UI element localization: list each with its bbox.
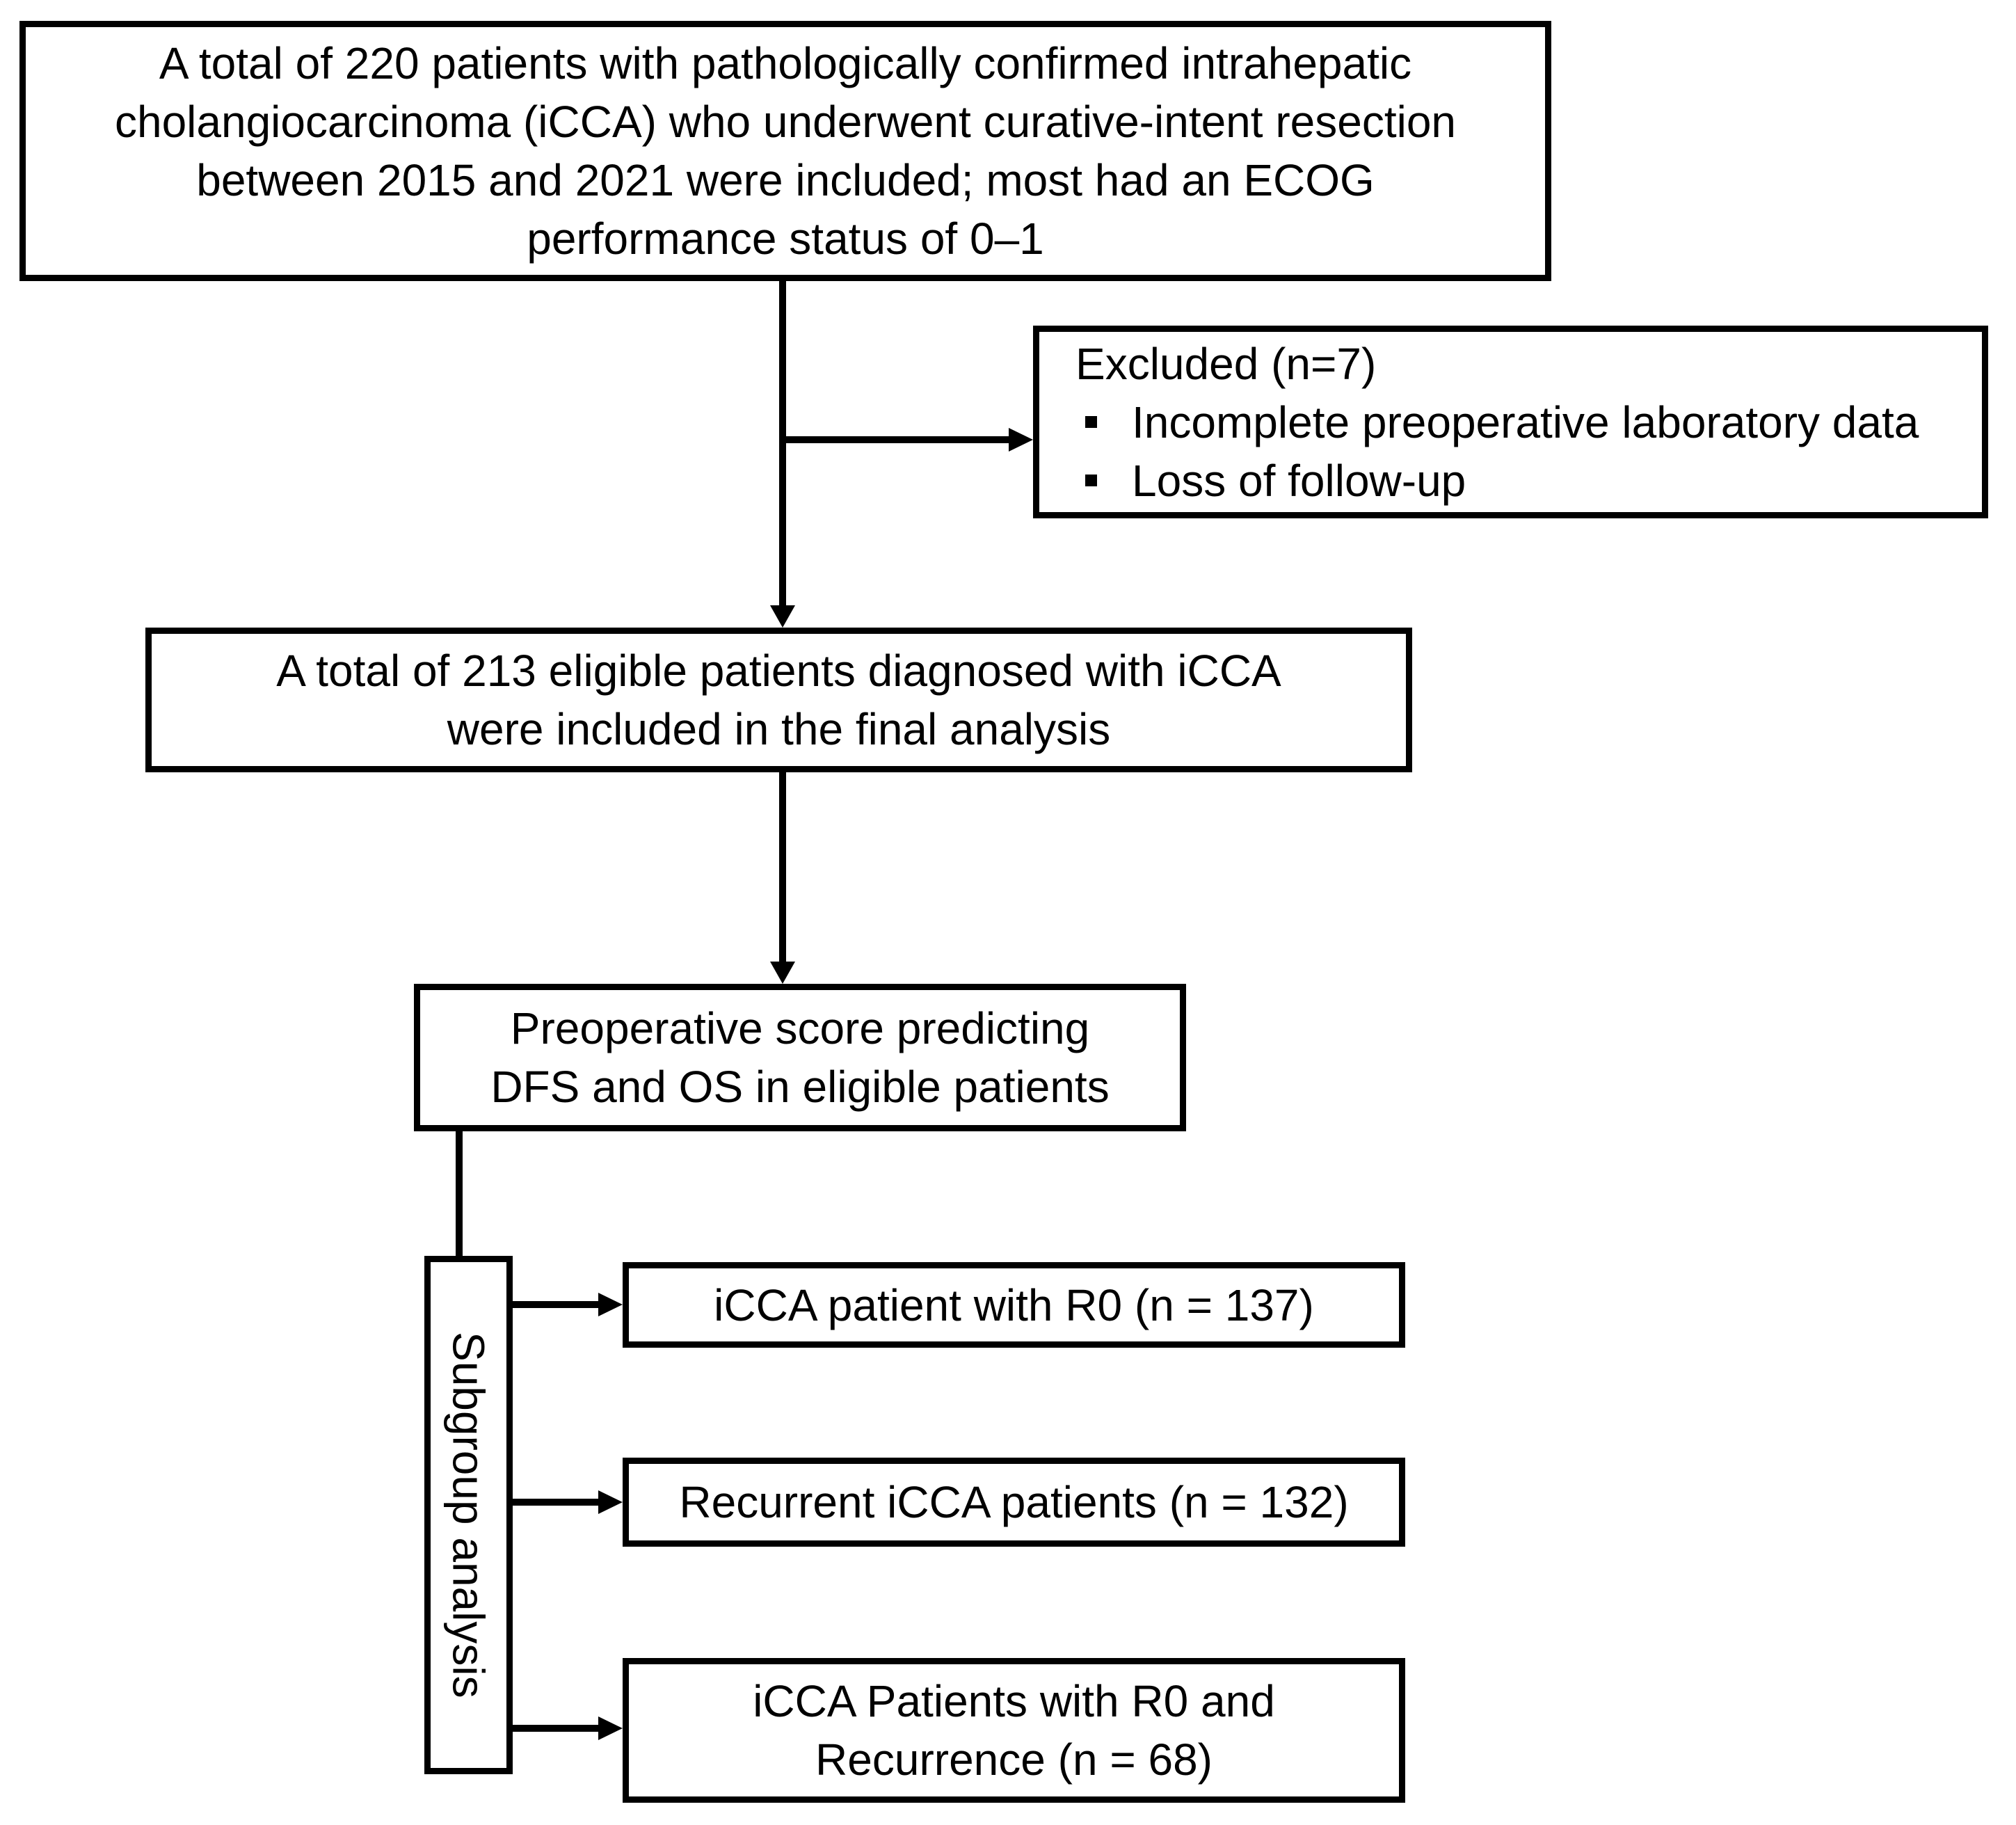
subgroup-analysis-box: Subgroup analysis <box>424 1256 513 1774</box>
arrowhead-right-icon <box>598 1490 623 1514</box>
arrowhead-down-icon <box>770 962 795 984</box>
subgroup-arrow-r0-recurrence <box>513 1725 600 1732</box>
arrowhead-right-icon <box>598 1716 623 1740</box>
eligible-text-line: were included in the final analysis <box>447 704 1111 754</box>
r0-subgroup-box: iCCA patient with R0 (n = 137) <box>623 1262 1405 1348</box>
enrollment-text-line: performance status of 0–1 <box>527 214 1044 264</box>
enrollment-box: A total of 220 patients with pathologica… <box>19 21 1551 281</box>
eligible-text-line: A total of 213 eligible patients diagnos… <box>276 646 1281 696</box>
subgroup-arrow-recurrent <box>513 1499 600 1506</box>
enrollment-text: A total of 220 patients with pathologica… <box>115 34 1456 268</box>
recurrent-subgroup-text: Recurrent iCCA patients (n = 132) <box>679 1473 1348 1531</box>
recurrent-subgroup-text-line: Recurrent iCCA patients (n = 132) <box>679 1477 1349 1527</box>
arrowhead-right-icon <box>598 1293 623 1316</box>
enrollment-text-line: cholangiocarcinoma (iCCA) who underwent … <box>114 97 1457 147</box>
eligible-text: A total of 213 eligible patients diagnos… <box>276 641 1281 758</box>
recurrent-subgroup-box: Recurrent iCCA patients (n = 132) <box>623 1458 1405 1547</box>
enrollment-text-line: A total of 220 patients with pathologica… <box>159 38 1412 88</box>
eligible-box: A total of 213 eligible patients diagnos… <box>145 628 1412 772</box>
arrow-enrollment-to-eligible <box>779 281 786 607</box>
connector-score-to-subgroup <box>456 1131 463 1256</box>
excluded-title: Excluded (n=7) <box>1075 338 1377 389</box>
r0-recurrence-subgroup-text-line: iCCA Patients with R0 and <box>753 1676 1275 1726</box>
branch-line-to-excluded <box>779 436 1010 443</box>
excluded-bullet-item: Incomplete preoperative laboratory data <box>1075 393 1919 452</box>
arrow-eligible-to-score <box>779 772 786 963</box>
subgroup-arrow-r0 <box>513 1301 600 1308</box>
enrollment-text-line: between 2015 and 2021 were included; mos… <box>196 155 1375 205</box>
excluded-bullet-text: Incomplete preoperative laboratory data <box>1132 397 1919 447</box>
excluded-bullet-text: Loss of follow-up <box>1132 455 1466 506</box>
preoperative-text-line: DFS and OS in eligible patients <box>490 1062 1110 1112</box>
arrowhead-right-icon <box>1009 428 1033 452</box>
excluded-box: Excluded (n=7) Incomplete preoperative l… <box>1033 326 1988 518</box>
r0-subgroup-text-line: iCCA patient with R0 (n = 137) <box>714 1280 1314 1330</box>
square-bullet-icon <box>1085 416 1097 428</box>
preoperative-text-line: Preoperative score predicting <box>510 1003 1090 1053</box>
excluded-bullet-item: Loss of follow-up <box>1075 452 1919 510</box>
r0-recurrence-subgroup-text-line: Recurrence (n = 68) <box>815 1735 1213 1785</box>
subgroup-analysis-label: Subgroup analysis <box>443 1332 494 1698</box>
square-bullet-icon <box>1085 475 1097 486</box>
arrowhead-down-icon <box>770 605 795 628</box>
r0-subgroup-text: iCCA patient with R0 (n = 137) <box>714 1276 1314 1334</box>
